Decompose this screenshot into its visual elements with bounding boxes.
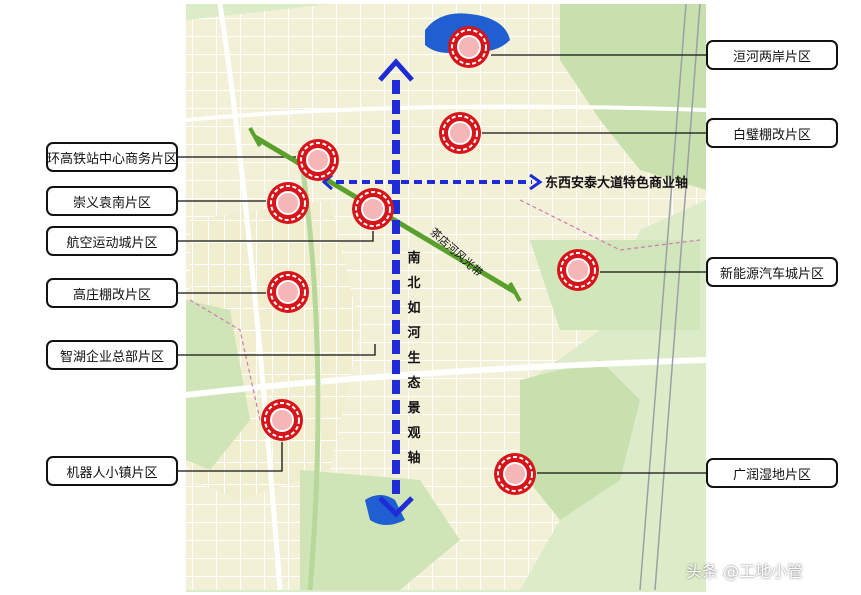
zone-marker-jiqiren bbox=[261, 399, 303, 441]
zone-marker-hangkong bbox=[352, 188, 394, 230]
east-west-axis-label: 东西安泰大道特色商业轴 bbox=[545, 176, 689, 191]
east-arrowhead bbox=[529, 173, 543, 191]
green-belt-cap-end bbox=[508, 282, 522, 302]
zone-label-huangaotie: 环高铁站中心商务片区 bbox=[46, 142, 178, 172]
zone-label-gaozhuang: 高庄棚改片区 bbox=[46, 278, 178, 308]
leader-line-hangkong bbox=[178, 231, 374, 242]
axis-arrows bbox=[321, 58, 543, 518]
leader-line-jiqiren bbox=[178, 442, 283, 472]
zone-marker-chongyi bbox=[267, 182, 309, 224]
zone-marker-huangaotie bbox=[297, 139, 339, 181]
green-belt-cap-start bbox=[248, 127, 262, 147]
zone-marker-baibi bbox=[439, 112, 481, 154]
zone-label-hangkong: 航空运动城片区 bbox=[46, 226, 178, 256]
base-map bbox=[186, 4, 706, 592]
zone-marker-gaozhuang bbox=[267, 271, 309, 313]
north-south-axis-label: 南北如河生态景观轴 bbox=[407, 251, 421, 466]
zone-label-baibi: 白璧棚改片区 bbox=[706, 118, 838, 148]
zone-label-guangrun: 广润湿地片区 bbox=[706, 458, 838, 488]
watermark: 头条 @工地小管 bbox=[686, 562, 804, 581]
leader-line-zhihu bbox=[178, 344, 376, 356]
south-arrowhead bbox=[378, 496, 414, 518]
zone-marker-huanhe bbox=[448, 26, 490, 68]
zone-label-huanhe: 洹河两岸片区 bbox=[706, 40, 838, 70]
north-arrowhead bbox=[378, 58, 414, 82]
zone-markers bbox=[261, 26, 599, 495]
zone-marker-xinnengyuan bbox=[557, 249, 599, 291]
zone-label-chongyi: 崇义袁南片区 bbox=[46, 186, 178, 216]
zone-label-xinnengyuan: 新能源汽车城片区 bbox=[706, 257, 838, 287]
zone-marker-guangrun bbox=[494, 453, 536, 495]
zone-label-jiqiren: 机器人小镇片区 bbox=[46, 456, 178, 486]
leader-lines bbox=[178, 54, 706, 474]
zone-label-zhihu: 智湖企业总部片区 bbox=[46, 340, 178, 370]
